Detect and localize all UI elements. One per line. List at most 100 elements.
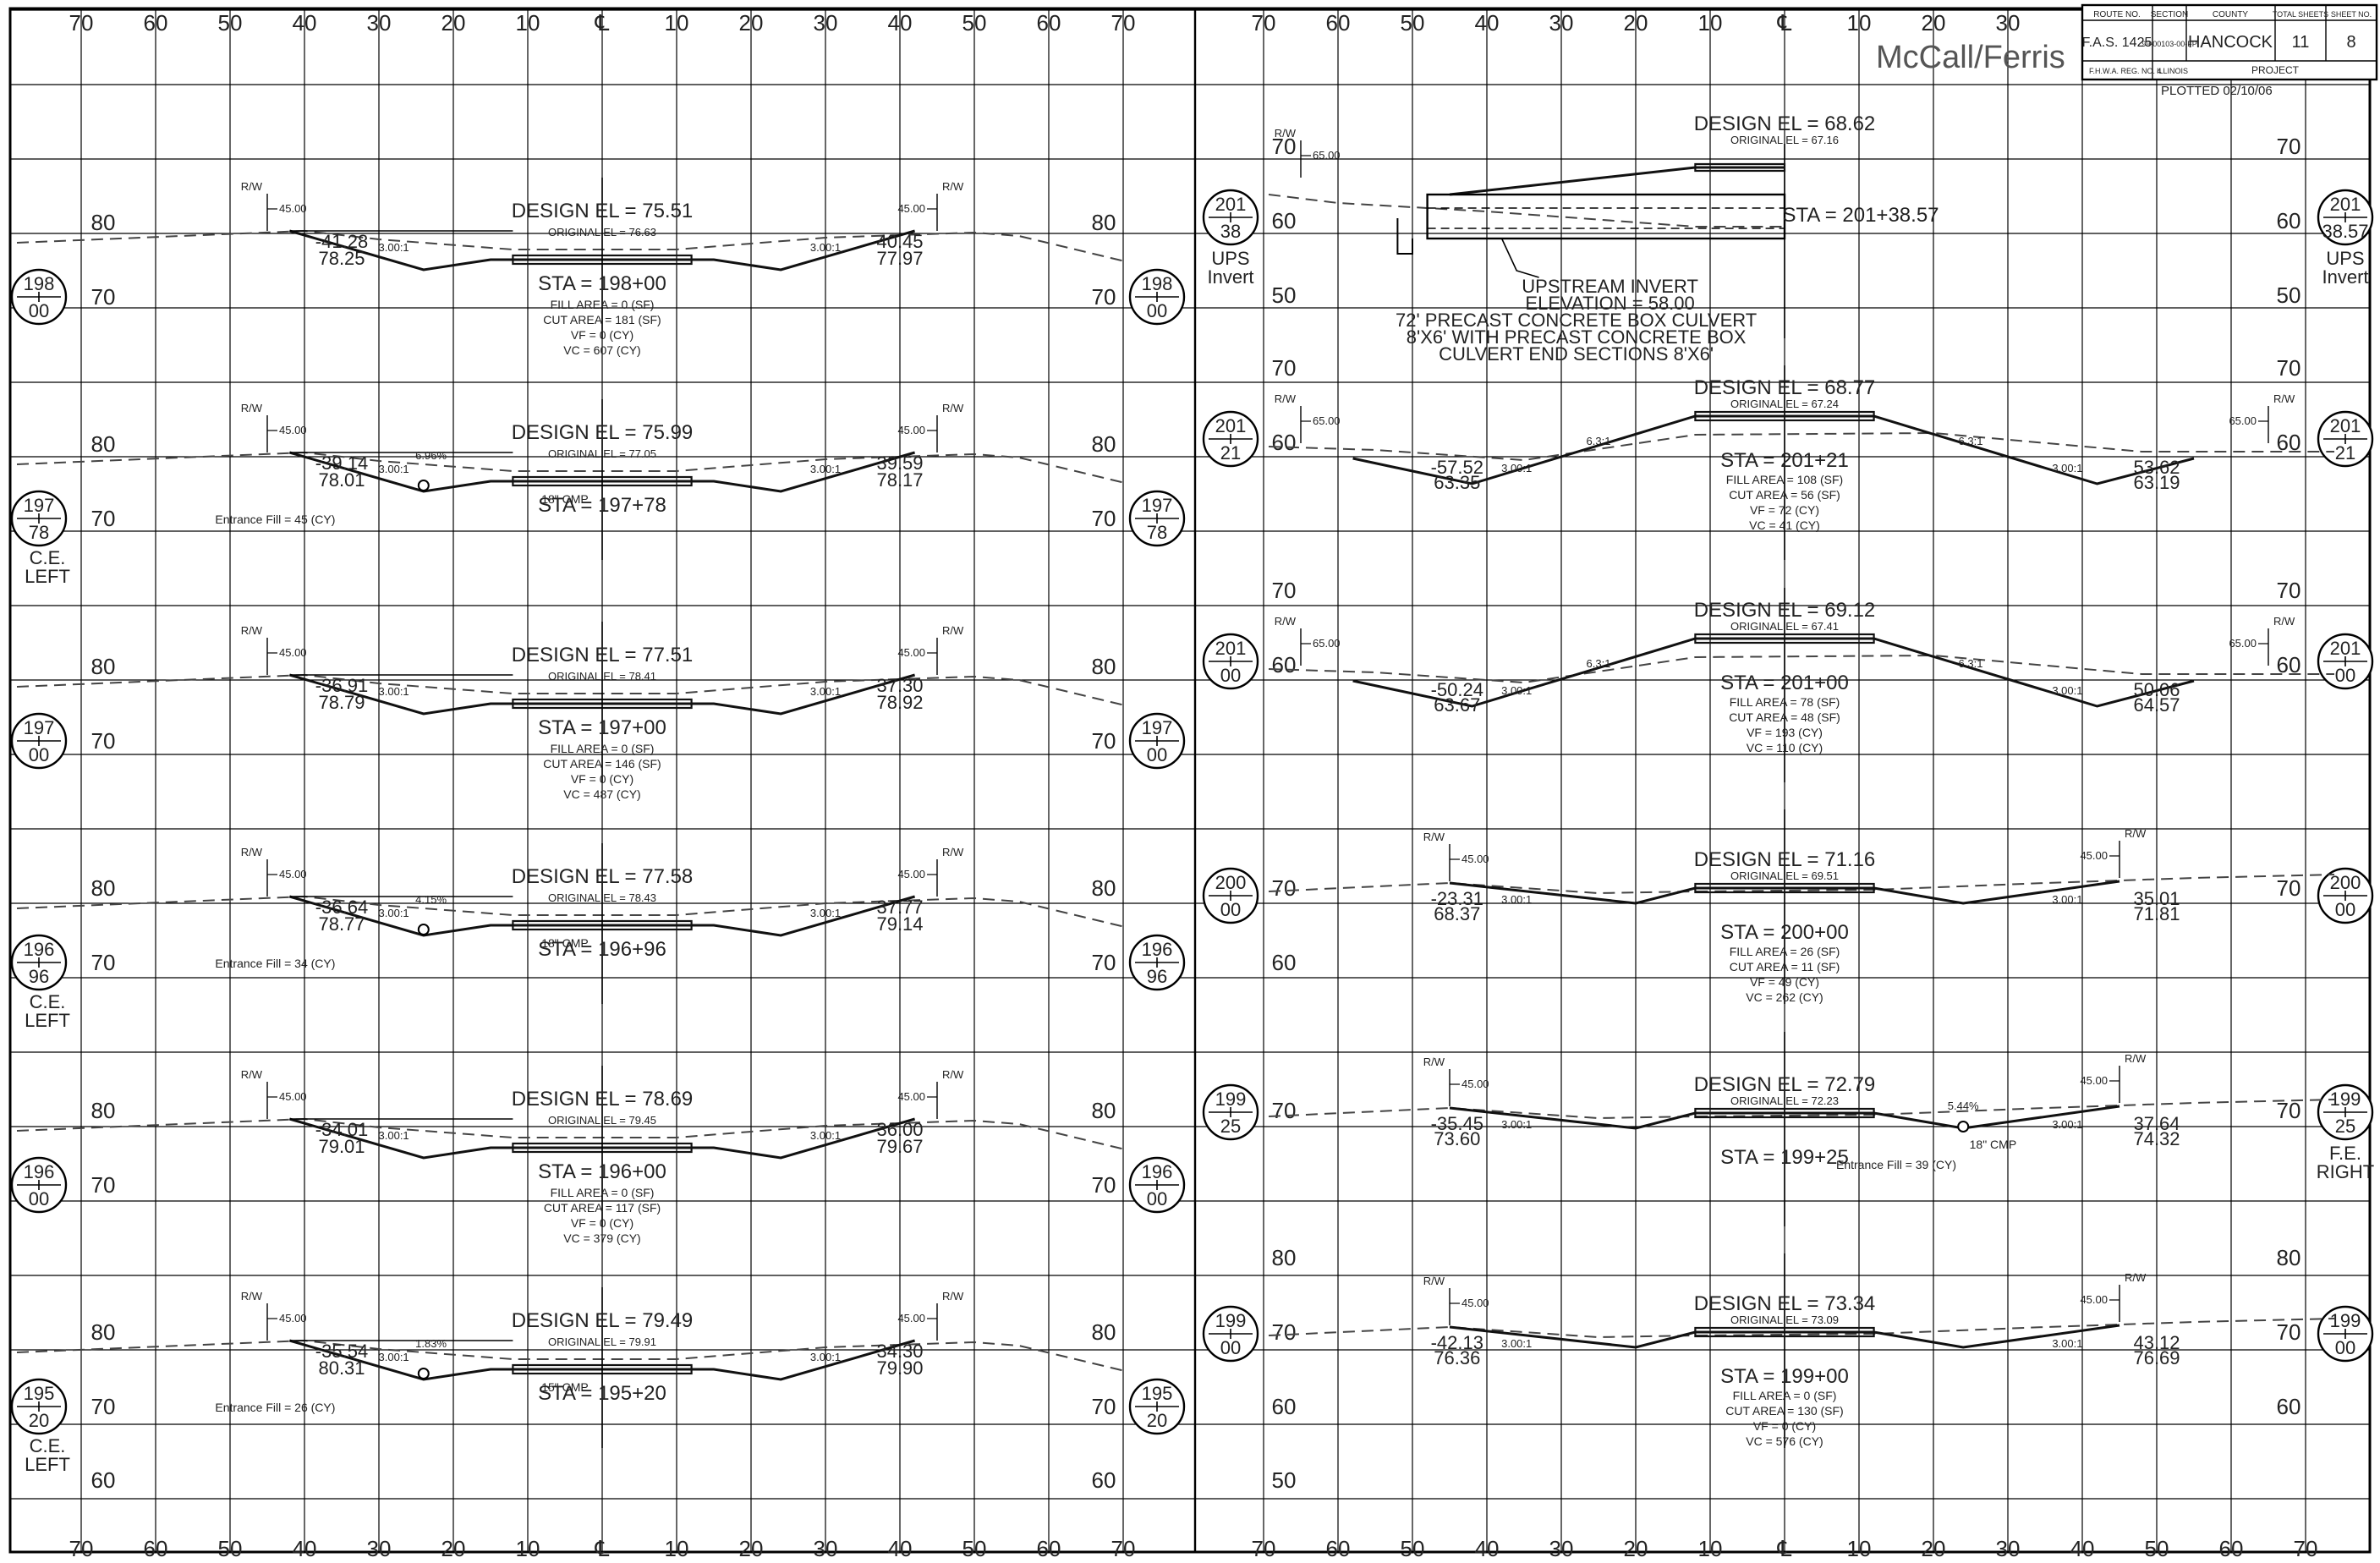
- earthwork-note: VF = 0 (CY): [571, 328, 633, 342]
- station-offset: 20: [29, 1410, 49, 1431]
- rw-label: R/W: [942, 1290, 964, 1302]
- entrance-fill: Entrance Fill = 39 (CY): [1836, 1158, 1956, 1171]
- right-catch-offset: 39.59: [876, 452, 923, 474]
- station-number: 201: [1215, 638, 1247, 659]
- elevation-label: 60: [1272, 208, 1297, 233]
- original-elevation: ORIGINAL EL = 76.63: [548, 226, 656, 239]
- pavement-section: [1694, 162, 1786, 173]
- left-slope-ratio: 3.00:1: [379, 907, 409, 919]
- station-offset: 00: [2335, 665, 2355, 686]
- mid-slope-ratio: 6.3:1: [1587, 657, 1611, 670]
- top-offset-tick: 50: [218, 10, 243, 36]
- top-offset-tick: 40: [1475, 10, 1500, 36]
- route-no-label: ROUTE NO.: [2093, 10, 2141, 19]
- rw-label: R/W: [942, 1068, 964, 1081]
- right-catch-elevation: 78.92: [876, 692, 923, 713]
- pipe-size: 15" CMP: [541, 1380, 589, 1394]
- pipe-size: 18" CMP: [541, 936, 589, 950]
- elevation-label: 60: [1272, 652, 1297, 677]
- section-side-label: C.E.: [30, 1435, 66, 1456]
- box-culvert: [1426, 193, 1786, 240]
- left-catch-offset: -42.13: [1431, 1332, 1483, 1353]
- rw-label: R/W: [241, 180, 263, 193]
- bottom-offset-tick: 40: [888, 1536, 913, 1559]
- culvert-note: 8'X6' WITH PRECAST CONCRETE BOX: [1407, 326, 1747, 348]
- left-catch-elevation: 68.37: [1434, 903, 1480, 924]
- earthwork-note: FILL AREA = 78 (SF): [1730, 695, 1840, 709]
- right-catch-elevation: 71.81: [2133, 903, 2180, 924]
- earthwork-note: CUT AREA = 117 (SF): [544, 1201, 661, 1215]
- design-elevation: DESIGN EL = 72.79: [1694, 1073, 1876, 1096]
- rw-label: R/W: [241, 846, 263, 858]
- rw-label: R/W: [942, 624, 964, 637]
- rw-offset: 65.00: [2229, 637, 2257, 650]
- top-offset-tick: 10: [665, 10, 689, 36]
- earthwork-note: FILL AREA = 0 (SF): [551, 298, 655, 311]
- bottom-offset-tick: 70: [1111, 1536, 1136, 1559]
- rw-label: R/W: [2273, 615, 2295, 628]
- right-catch-offset: 35.01: [2133, 888, 2180, 909]
- total-sheets: 11: [2292, 33, 2310, 52]
- station-number: 201: [1215, 194, 1247, 215]
- station-offset: 20: [1147, 1410, 1167, 1431]
- rw-offset: 65.00: [1313, 637, 1341, 650]
- left-catch-offset: -23.31: [1431, 888, 1483, 909]
- design-section-line: [1449, 1324, 2120, 1349]
- top-offset-tick: 60: [1037, 10, 1061, 36]
- bottom-offset-tick: 50: [2145, 1536, 2169, 1559]
- rw-label: R/W: [2273, 392, 2295, 405]
- original-ground-line: [1268, 194, 1785, 228]
- designer-name: McCall/Ferris: [1876, 40, 2065, 75]
- design-elevation: DESIGN EL = 68.62: [1694, 112, 1876, 135]
- elevation-label: 70: [91, 506, 116, 531]
- design-elevation: DESIGN EL = 73.34: [1694, 1292, 1876, 1315]
- top-offset-tick: 30: [1549, 10, 1574, 36]
- bottom-offset-tick: ℄: [595, 1536, 610, 1559]
- culvert-note: CULVERT END SECTIONS 8'X6': [1439, 343, 1714, 365]
- station-offset: 78: [29, 522, 49, 543]
- design-elevation: DESIGN EL = 75.99: [512, 421, 694, 444]
- station-number: 199: [1215, 1310, 1247, 1331]
- left-catch-offset: -35.45: [1431, 1113, 1483, 1134]
- elevation-label: 50: [1272, 282, 1297, 308]
- station-offset: 00: [1147, 300, 1167, 321]
- culvert-pipe: [417, 480, 430, 491]
- station-number: 198: [24, 273, 55, 294]
- top-offset-tick: 70: [1111, 10, 1136, 36]
- elevation-label: 80: [1092, 431, 1116, 457]
- bottom-offset-tick: 60: [2219, 1536, 2244, 1559]
- earthwork-note: VF = 49 (CY): [1750, 975, 1819, 989]
- station-number: 195: [24, 1383, 55, 1404]
- design-elevation: DESIGN EL = 71.16: [1694, 848, 1876, 871]
- left-slope-ratio: 3.00:1: [1501, 684, 1532, 697]
- design-section-line: [1449, 880, 2120, 905]
- original-ground-line: [16, 229, 1126, 262]
- bottom-offset-tick: 20: [739, 1536, 764, 1559]
- right-catch-elevation: 77.97: [876, 248, 923, 269]
- bottom-offset-tick: 50: [1401, 1536, 1425, 1559]
- sheet-number: 8: [2346, 33, 2355, 52]
- top-offset-tick: 30: [814, 10, 838, 36]
- rw-offset: 45.00: [897, 424, 925, 436]
- station-offset: 00: [1220, 899, 1241, 920]
- rw-label: R/W: [942, 402, 964, 414]
- elevation-label: 60: [91, 1467, 116, 1493]
- station-number: 197: [24, 495, 55, 516]
- right-slope-ratio: 3.00:1: [810, 907, 841, 919]
- station-number: 201: [2330, 194, 2361, 215]
- right-catch-offset: 37.64: [2133, 1113, 2180, 1134]
- section-side-label: F.E.: [2329, 1143, 2361, 1164]
- station-number: 196: [24, 1161, 55, 1182]
- station-number: 199: [2330, 1089, 2361, 1110]
